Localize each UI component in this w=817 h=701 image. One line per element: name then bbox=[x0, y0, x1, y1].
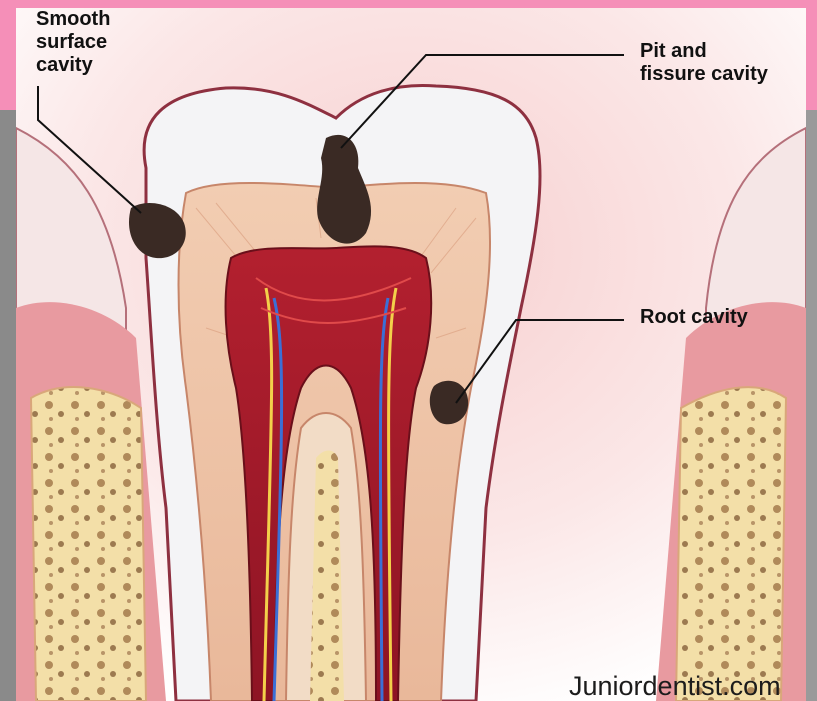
tooth-diagram-panel: Smooth surface cavity Pit and fissure ca… bbox=[16, 8, 806, 701]
root-cavity-label: Root cavity bbox=[640, 306, 806, 329]
root-cavity bbox=[430, 381, 468, 425]
frame-left-strip bbox=[0, 110, 16, 701]
watermark-text: Juniordentist.com bbox=[569, 671, 781, 701]
tooth-illustration bbox=[16, 8, 806, 701]
left-bone bbox=[31, 387, 146, 701]
right-bone bbox=[676, 387, 786, 701]
smooth-surface-cavity-label: Smooth surface cavity bbox=[36, 8, 156, 77]
pit-fissure-cavity-label: Pit and fissure cavity bbox=[640, 40, 806, 86]
frame-right-strip bbox=[806, 110, 817, 701]
